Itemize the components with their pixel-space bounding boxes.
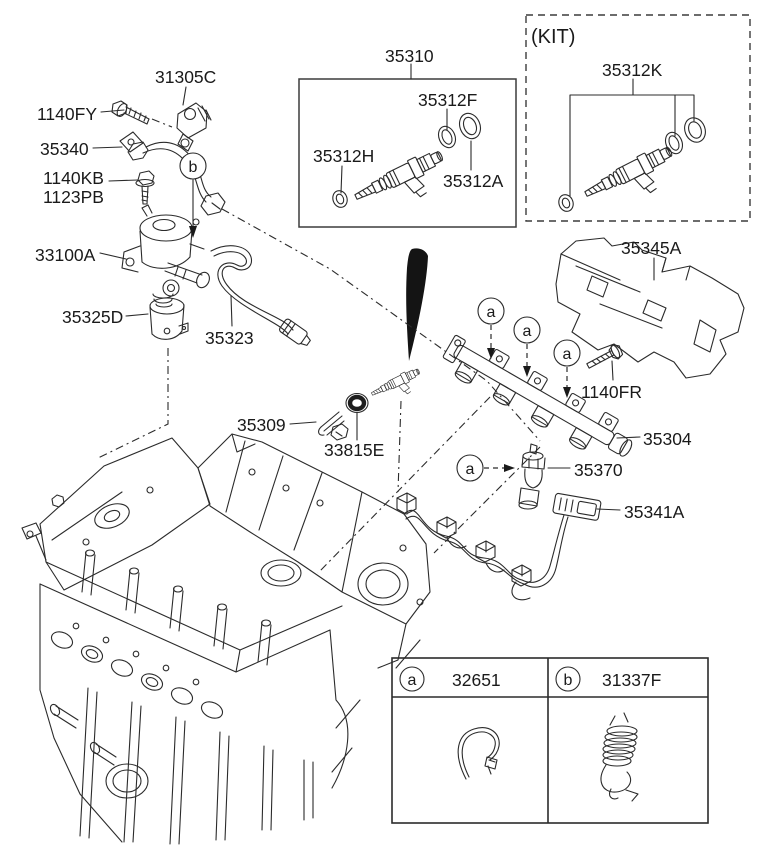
injector-box-frame bbox=[298, 78, 517, 228]
callout-a-4[interactable]: a bbox=[456, 454, 515, 482]
foam-cover-drawing bbox=[555, 237, 745, 379]
middle-injector-drawing bbox=[369, 365, 427, 409]
part-label-injector-assy[interactable]: 35310 bbox=[385, 46, 434, 66]
part-label-seal-h[interactable]: 35312H bbox=[313, 146, 374, 166]
part-label-harness[interactable]: 35341A bbox=[624, 502, 685, 522]
part-label-cam-sensor[interactable]: 31305C bbox=[155, 67, 216, 87]
callout-a1-letter: a bbox=[487, 304, 496, 321]
part-label-foam[interactable]: 35345A bbox=[621, 238, 682, 258]
pressure-sensor-drawing bbox=[518, 443, 546, 510]
pump-drawing bbox=[121, 204, 210, 308]
injector-clip-drawing bbox=[318, 411, 349, 441]
part-label-injector-kit[interactable]: 35312K bbox=[602, 60, 663, 80]
pipe-drawing bbox=[119, 131, 226, 216]
part-label-bolt-fr[interactable]: 1140FR bbox=[581, 382, 642, 402]
callout-a-2[interactable]: a bbox=[513, 316, 541, 377]
bolt-fy-drawing bbox=[111, 100, 150, 125]
legend-a-letter: a bbox=[408, 672, 417, 689]
part-label-bolt-kb[interactable]: 1140KB bbox=[43, 168, 104, 188]
engine-block-drawing bbox=[21, 433, 431, 845]
part-label-bolt-fy[interactable]: 1140FY bbox=[37, 104, 97, 124]
cable-tie-drawing bbox=[457, 727, 500, 780]
leader-lines bbox=[92, 63, 655, 511]
kit-box-title: (KIT) bbox=[531, 26, 575, 48]
bolt-fr-drawing bbox=[586, 344, 624, 369]
part-label-seal[interactable]: 33815E bbox=[324, 440, 384, 460]
pump-cap-drawing bbox=[149, 297, 189, 340]
callout-a3-letter: a bbox=[563, 346, 572, 363]
legend-cell-a[interactable]: a 32651 bbox=[399, 666, 501, 692]
injector-seal-drawing bbox=[345, 392, 369, 414]
screw-kb-drawing bbox=[135, 170, 155, 205]
swoosh-pointer bbox=[406, 248, 428, 361]
injector-assembly-drawing bbox=[332, 112, 482, 223]
fuel-hose-drawing bbox=[210, 245, 311, 346]
callout-a4-letter: a bbox=[466, 461, 475, 478]
callout-a-3[interactable]: a bbox=[553, 339, 581, 398]
harness-drawing bbox=[396, 492, 602, 601]
callout-b[interactable]: b bbox=[179, 152, 207, 238]
part-label-pipe[interactable]: 35340 bbox=[40, 139, 89, 159]
part-label-fuel-hose[interactable]: 35323 bbox=[205, 328, 254, 348]
part-label-rail[interactable]: 35304 bbox=[643, 429, 692, 449]
retainer-clamp-drawing bbox=[600, 712, 639, 802]
part-label-pressure-sensor[interactable]: 35370 bbox=[574, 460, 623, 480]
legend-b-letter: b bbox=[564, 672, 573, 689]
part-label-clip[interactable]: 35309 bbox=[237, 415, 286, 435]
legend-table: a 32651 b 31337F bbox=[391, 657, 709, 824]
callout-a-1[interactable]: a bbox=[477, 297, 505, 359]
cam-sensor-drawing bbox=[176, 102, 212, 152]
legend-b-part: 31337F bbox=[602, 670, 661, 690]
part-label-ring-a[interactable]: 35312A bbox=[443, 171, 504, 191]
part-label-pump[interactable]: 33100A bbox=[35, 245, 96, 265]
fuel-rail-drawing bbox=[442, 334, 633, 457]
part-label-bolt-pb[interactable]: 1123PB bbox=[43, 187, 104, 207]
construction-lines bbox=[97, 118, 541, 574]
injector-kit-drawing bbox=[558, 78, 706, 220]
legend-a-part: 32651 bbox=[452, 670, 501, 690]
callout-b-letter: b bbox=[189, 159, 198, 176]
kit-box-frame bbox=[525, 14, 751, 222]
callout-a2-letter: a bbox=[523, 323, 532, 340]
part-label-pump-cap[interactable]: 35325D bbox=[62, 307, 123, 327]
part-label-oring-f[interactable]: 35312F bbox=[418, 90, 477, 110]
legend-cell-b[interactable]: b 31337F bbox=[555, 666, 661, 692]
